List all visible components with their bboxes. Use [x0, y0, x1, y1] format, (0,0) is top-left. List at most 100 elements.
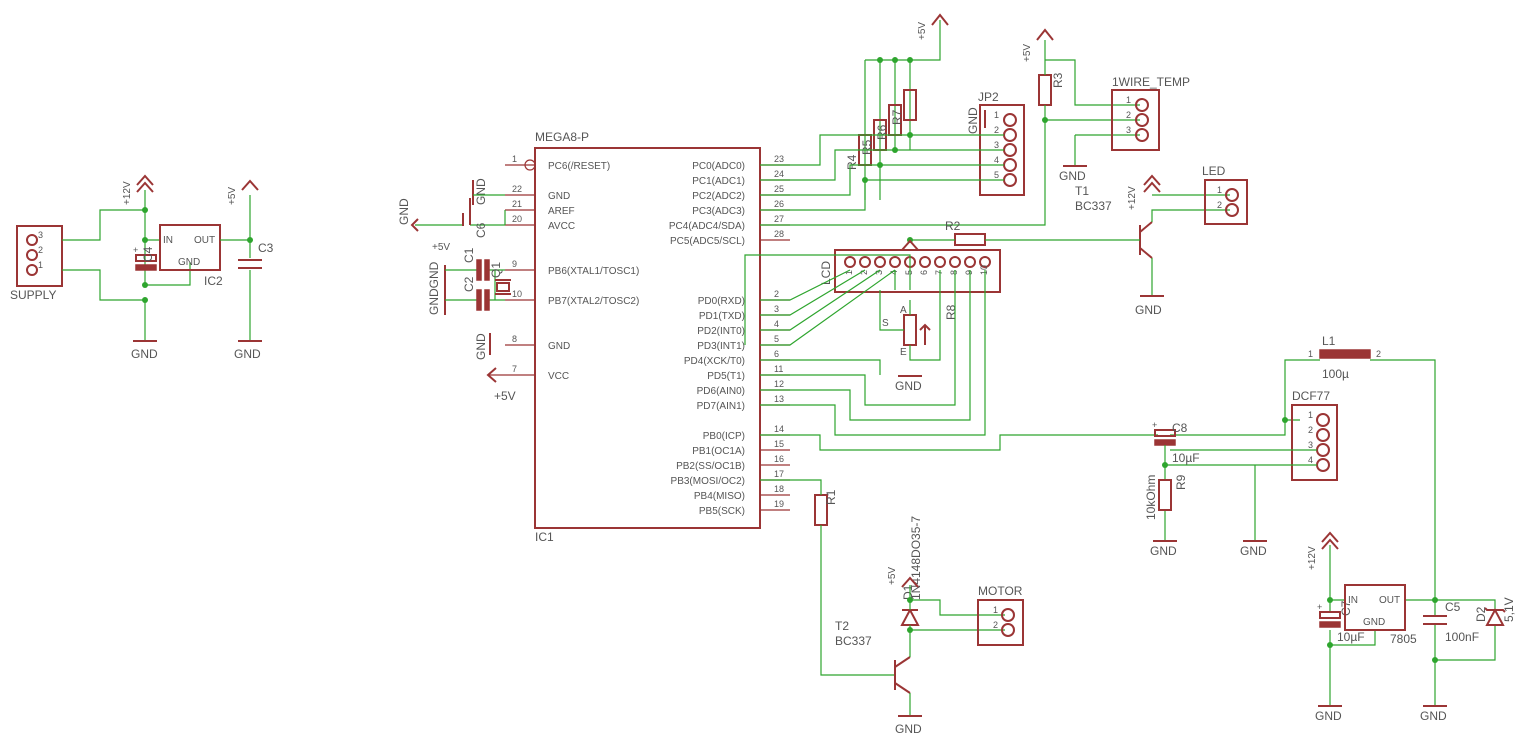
pin-label: 7	[934, 270, 944, 275]
c8-label: C8	[1172, 421, 1188, 435]
pin-number: 6	[774, 349, 779, 359]
pin-label: 2	[1308, 425, 1313, 435]
d1-value: 1N4148DO35-7	[909, 516, 923, 600]
pin-name: PB5(SCK)	[699, 506, 745, 517]
lcd-pin	[979, 256, 991, 268]
c3-capacitor: C3	[238, 241, 274, 269]
c5-value: 100nF	[1445, 630, 1479, 644]
r1-resistor: R1	[814, 489, 838, 526]
pin-number: 3	[774, 304, 779, 314]
pin-number: 4	[774, 319, 779, 329]
pin-label: 2	[859, 270, 869, 275]
pin-name: PD3(INT1)	[697, 341, 745, 352]
pin-number: 18	[774, 484, 784, 494]
potentiometer: S A E R8	[882, 304, 958, 358]
rail-label: +5V	[432, 242, 450, 253]
pin-label: 3	[1126, 125, 1131, 135]
pin-label: 4	[889, 270, 899, 275]
r9-value: 10kOhm	[1144, 475, 1158, 520]
c8-value: 10µF	[1172, 451, 1200, 465]
gnd-symbol: GND	[1315, 705, 1342, 723]
pin-number: 1	[512, 154, 517, 164]
c6-label: C6	[474, 222, 488, 238]
jp2-gnd: GND	[966, 107, 980, 134]
pin-label: 2	[993, 620, 998, 630]
d1-diode: D1 1N4148DO35-7	[900, 516, 923, 626]
pin-number: 22	[512, 184, 522, 194]
pin-number: 12	[774, 379, 784, 389]
pin-label: 1	[993, 605, 998, 615]
pin-name: PC1(ADC1)	[692, 176, 745, 187]
onewire-temp-connector: 1 2 3 1WIRE_TEMP	[1111, 75, 1190, 151]
reg-gnd: GND	[1363, 617, 1385, 628]
t1-value: BC337	[1075, 199, 1112, 213]
gndgnd-label: GNDGND	[427, 261, 441, 315]
pin-label: 1	[38, 260, 43, 270]
c7-value: 10µF	[1337, 630, 1365, 644]
pin-number: 7	[512, 364, 517, 374]
l1-label: L1	[1322, 334, 1336, 348]
pin-name: PB2(SS/OC1B)	[676, 461, 745, 472]
plus5v-supply-symbol	[901, 239, 919, 251]
pin-number: 27	[774, 214, 784, 224]
gnd-label: GND	[1150, 544, 1177, 558]
pin-label: 1	[994, 110, 999, 120]
pin-label: 9	[964, 270, 974, 275]
gnd-symbol: GND	[895, 375, 922, 393]
pin-name: PC3(ADC3)	[692, 206, 745, 217]
ic2-in: IN	[163, 235, 173, 246]
pin-number: 20	[512, 214, 522, 224]
plus5v-supply-symbol: +5V	[227, 179, 259, 205]
c6-capacitor: GND C6 GND	[397, 178, 506, 238]
pin-label: 3	[38, 230, 43, 240]
pin-number: 11	[774, 364, 783, 374]
d2-label: D2	[1474, 606, 1488, 622]
pin-number: 16	[774, 454, 784, 464]
lcd-pin	[859, 256, 871, 268]
gnd-symbol: GND	[1059, 165, 1087, 183]
pin-number: 19	[774, 499, 784, 509]
t1-transistor: T1 BC337	[1075, 184, 1153, 259]
l1-inductor: L1 1 2 100µ	[1308, 334, 1381, 381]
r6-label: R6	[875, 124, 889, 140]
pin-number: 2	[774, 289, 779, 299]
pin-number: 8	[512, 334, 517, 344]
motor-connector: 1 2 MOTOR	[977, 584, 1024, 646]
r9-label: R9	[1174, 474, 1188, 490]
pot-s: S	[882, 318, 889, 329]
rail-label: +5V	[1022, 44, 1033, 62]
gnd-label: GND	[1420, 709, 1447, 723]
r8-label: R8	[944, 304, 958, 320]
pin-name: PC5(ADC5/SCL)	[670, 236, 745, 247]
pin-number: 15	[774, 439, 784, 449]
pin-name: PC2(ADC2)	[692, 191, 745, 202]
pin-label: 3	[994, 140, 999, 150]
rail-label: +12V	[1127, 186, 1138, 210]
pin-name: PB0(ICP)	[703, 431, 745, 442]
c4-label: C4	[141, 246, 155, 262]
pin-label: 1	[844, 270, 854, 275]
pin-name: PD5(T1)	[707, 371, 745, 382]
c4-capacitor: + C4	[133, 245, 157, 271]
pin-number: 24	[774, 169, 784, 179]
ic2-gnd: GND	[178, 257, 200, 268]
7805-regulator: IN OUT GND 7805	[1344, 584, 1417, 646]
pin-number: 13	[774, 394, 784, 404]
jp2-connector: 1 2 3 4 5 JP2 GND	[966, 90, 1025, 196]
ic2-regulator: IN OUT GND IC2	[159, 224, 223, 288]
svg-text:+: +	[133, 245, 138, 255]
pin-number: 14	[774, 424, 784, 434]
pin-name: PD7(AIN1)	[697, 401, 745, 412]
c2-label: C2	[462, 276, 476, 292]
plus12v-supply-symbol: +12V	[122, 174, 154, 205]
rail-label: +5V	[494, 389, 516, 403]
pin-label: 8	[949, 270, 959, 275]
gnd-symbol: GND	[1420, 705, 1447, 723]
pin-number: 5	[774, 334, 779, 344]
supply-label: SUPPLY	[10, 288, 56, 302]
pin-number: 9	[512, 259, 517, 269]
onewire-label: 1WIRE_TEMP	[1112, 75, 1190, 89]
t2-transistor: T2 BC337	[835, 619, 911, 694]
pin-name: PC0(ADC0)	[692, 161, 745, 172]
pin-name: PB3(MOSI/OC2)	[671, 476, 745, 487]
